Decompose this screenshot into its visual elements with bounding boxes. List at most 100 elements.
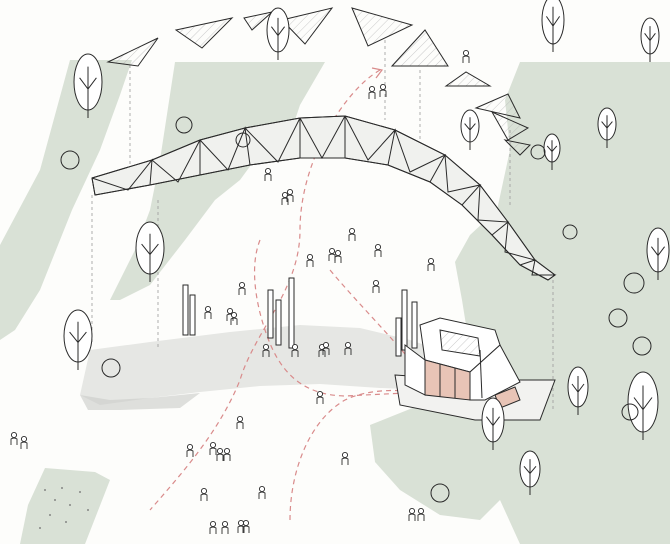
texture-dot	[54, 499, 56, 501]
visitor-body	[342, 458, 348, 465]
visitor-25	[217, 448, 223, 461]
visitor-body	[307, 260, 313, 267]
visitor-14	[205, 306, 211, 319]
visitor-body	[239, 288, 245, 295]
visitor-head	[307, 254, 312, 259]
visitor-head	[418, 508, 423, 513]
post-7	[396, 318, 401, 356]
visitor-head	[317, 391, 322, 396]
visitor-body	[329, 254, 335, 261]
visitor-body	[231, 318, 237, 325]
visitor-body	[259, 492, 265, 499]
visitor-1	[369, 86, 375, 99]
texture-dot	[65, 521, 67, 523]
visitor-head	[342, 452, 347, 457]
visitor-38	[21, 436, 27, 449]
panel-7	[446, 72, 490, 86]
panel-6	[392, 30, 448, 66]
texture-dot	[79, 491, 81, 493]
texture-dot	[49, 514, 51, 516]
tree-2	[267, 8, 289, 60]
visitor-head	[329, 248, 334, 253]
visitor-31	[210, 521, 216, 534]
tree-14	[461, 110, 479, 150]
visitor-body	[237, 422, 243, 429]
visitor-head	[373, 280, 378, 285]
visitor-head	[345, 342, 350, 347]
visitor-head	[369, 86, 374, 91]
visitor-head	[239, 282, 244, 287]
visitor-9	[335, 250, 341, 263]
visitor-head	[323, 342, 328, 347]
post-8	[412, 302, 417, 348]
visitor-head	[210, 521, 215, 526]
visitor-body	[222, 527, 228, 534]
visitor-head	[238, 520, 243, 525]
visitor-32	[222, 521, 228, 534]
visitor-head	[349, 228, 354, 233]
visitor-head	[287, 189, 292, 194]
visitor-head	[428, 258, 433, 263]
visitor-body	[21, 442, 27, 449]
visitor-head	[335, 250, 340, 255]
visitor-head	[263, 344, 268, 349]
visitor-body	[463, 56, 469, 63]
post-5	[289, 278, 294, 348]
visitor-head	[217, 448, 222, 453]
visitor-body	[224, 454, 230, 461]
tree-4	[641, 18, 659, 62]
visitor-36	[418, 508, 424, 521]
visitor-head	[409, 508, 414, 513]
lawn-southwest	[20, 468, 110, 544]
visitor-26	[224, 448, 230, 461]
visitor-head	[224, 448, 229, 453]
visitor-29	[259, 486, 265, 499]
visitor-8	[329, 248, 335, 261]
visitor-28	[201, 488, 207, 501]
visitor-35	[409, 508, 415, 521]
visitor-body	[375, 250, 381, 257]
visitor-body	[373, 286, 379, 293]
panel-1	[108, 38, 158, 66]
visitor-body	[428, 264, 434, 271]
visitor-27	[187, 444, 193, 457]
visitor-39	[317, 391, 323, 404]
post-2	[190, 295, 195, 335]
visitor-head	[201, 488, 206, 493]
visitor-head	[265, 168, 270, 173]
visitor-head	[259, 486, 264, 491]
post-4	[276, 300, 281, 345]
visitor-30	[342, 452, 348, 465]
texture-dot	[61, 487, 63, 489]
visitor-37	[11, 432, 17, 445]
visitor-body	[210, 448, 216, 455]
visitor-body	[349, 234, 355, 241]
post-1	[183, 285, 188, 335]
visitor-body	[217, 454, 223, 461]
visitor-body	[205, 312, 211, 319]
visitor-head	[243, 520, 248, 525]
visitor-7	[307, 254, 313, 267]
panel-5	[352, 8, 412, 46]
visitor-body	[201, 494, 207, 501]
visitor-11	[375, 244, 381, 257]
post-6	[402, 290, 407, 350]
visitor-head	[292, 344, 297, 349]
visitor-head	[227, 308, 232, 313]
visitor-23	[237, 416, 243, 429]
texture-dot	[44, 489, 46, 491]
visitor-head	[21, 436, 26, 441]
visitor-head	[375, 244, 380, 249]
visitor-body	[317, 397, 323, 404]
texture-dot	[69, 504, 71, 506]
tree-3	[542, 0, 564, 52]
visitor-head	[380, 84, 385, 89]
visitor-4	[265, 168, 271, 181]
visitor-24	[210, 442, 216, 455]
texture-dot	[87, 509, 89, 511]
visitor-head	[463, 50, 468, 55]
visitor-3	[463, 50, 469, 63]
visitor-body	[187, 450, 193, 457]
